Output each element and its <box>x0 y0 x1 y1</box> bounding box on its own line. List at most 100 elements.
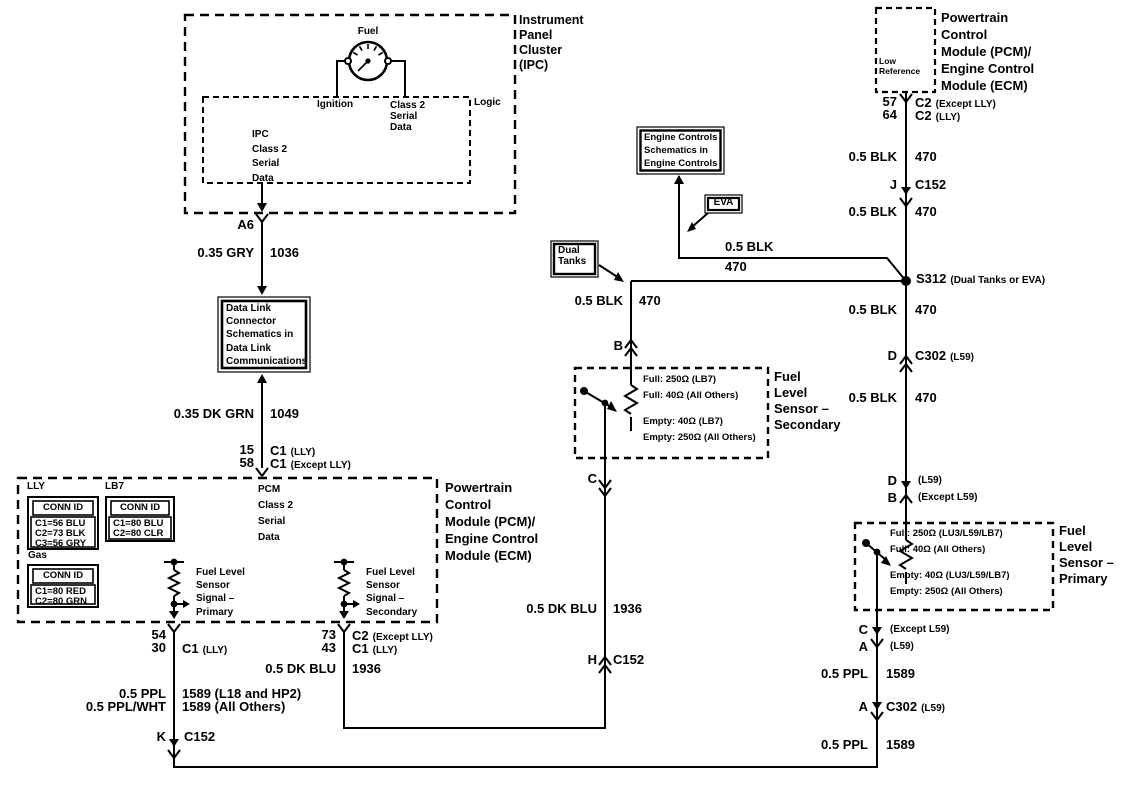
wire-blk-label-horiz: 0.5 BLK <box>725 239 774 254</box>
dual-tanks-label: Dual Tanks <box>558 245 587 267</box>
pin-a6: A6 <box>237 217 254 232</box>
primary-empty-values: Empty: 40Ω (LU3/L59/LB7) Empty: 250Ω (Al… <box>890 570 1010 597</box>
gas-label: Gas <box>28 550 47 561</box>
connector-k-pin: K <box>156 729 166 744</box>
fuel-gauge-label: Fuel <box>357 26 379 37</box>
fuel-level-sensor-secondary-symbol <box>573 281 770 460</box>
pcm-sense-resistor-primary <box>164 558 190 633</box>
pcm-sense-resistor-secondary <box>334 558 360 633</box>
connector-a-c302-pin: A <box>858 699 868 714</box>
sensor-secondary-title: Fuel Level Sensor – Secondary <box>774 369 841 432</box>
ipc-class2-label: IPC Class 2 Serial Data <box>252 129 288 184</box>
class2-serial-wire <box>255 183 269 477</box>
sensor-primary-title: Fuel Level Sensor – Primary <box>1059 523 1114 586</box>
blk-470-main-wire <box>898 92 914 584</box>
pins-57-64: 57 64 <box>882 94 897 123</box>
wire-blk-circuit-3: 470 <box>915 302 937 317</box>
eva-label: EVA <box>713 197 734 208</box>
pin-a-l59-qual: (L59) <box>890 641 914 652</box>
wire-gry-label: 0.35 GRY <box>197 245 254 260</box>
pin-c1-lly: C1(LLY) <box>270 443 316 458</box>
pin-c2-except-lly: C2(Except LLY) <box>352 628 433 643</box>
wire-gry-circuit: 1036 <box>270 245 299 260</box>
wire-blk-label-4: 0.5 BLK <box>848 390 897 405</box>
pcm-right-title: Powertrain Control Module (PCM)/ Engine … <box>941 10 1035 93</box>
dlc-box-label: Data Link Connector Schematics in Data L… <box>226 303 308 367</box>
ignition-label: Ignition <box>317 99 354 110</box>
wire-dkblu-label-mid: 0.5 DK BLU <box>526 601 597 616</box>
primary-full-values: Full: 250Ω (LU3/L59/LB7) Full: 40Ω (All … <box>890 528 1003 555</box>
ipc-title: Instrument Panel Cluster (IPC) <box>519 13 584 72</box>
dlc-callout-box <box>217 296 311 373</box>
wire-pplwht-label: 0.5 PPL/WHT <box>85 699 166 714</box>
wire-dkgrn-label: 0.35 DK GRN <box>173 406 254 421</box>
conn-id-rows-lly: C1=56 BLU C2=73 BLK C3=56 GRY <box>35 518 87 549</box>
dkblu-1936-wire <box>343 403 612 729</box>
connector-d-c302-name: C302(L59) <box>915 348 974 363</box>
lb7-label: LB7 <box>105 481 124 492</box>
wire-blk-label-dualtanks: 0.5 BLK <box>574 293 623 308</box>
pin-c2-lly-right: C2(LLY) <box>915 108 961 123</box>
fuel-gauge-icon <box>336 40 406 97</box>
conn-id-rows-gas: C1=80 RED C2=80 GRN <box>35 586 88 607</box>
blk-470-splice-wires <box>631 175 907 282</box>
signal-primary-label: Fuel Level Sensor Signal – Primary <box>196 567 245 618</box>
lly-label: LLY <box>27 481 45 492</box>
connector-h-pin: H <box>587 652 597 667</box>
pin-d-l59-qual: (L59) <box>918 475 942 486</box>
pin-b-except-l59-qual: (Except L59) <box>918 492 978 503</box>
wire-blk-label-1: 0.5 BLK <box>848 149 897 164</box>
wire-blk-label-2: 0.5 BLK <box>848 204 897 219</box>
dual-tanks-callout <box>550 240 624 282</box>
wire-dkblu-circuit-left: 1936 <box>352 661 381 676</box>
pin-c-except-l59: C <box>858 622 868 637</box>
pin-a-l59: A <box>858 639 868 654</box>
conn-id-header-lly: CONN ID <box>42 502 84 513</box>
wire-blk-circuit-4: 470 <box>915 390 937 405</box>
connector-h-name: C152 <box>613 652 645 667</box>
pcm-class2-label: PCM Class 2 Serial Data <box>258 484 294 543</box>
ipc-box <box>183 13 517 215</box>
low-reference-label: Low Reference <box>879 56 921 76</box>
wire-pplwht-circuit: 1589 (All Others) <box>182 699 286 714</box>
connector-j-pin: J <box>889 177 897 192</box>
wire-ppl-label-2: 0.5 PPL <box>821 737 868 752</box>
wire-dkblu-label-left: 0.5 DK BLU <box>265 661 336 676</box>
connector-d-c302-pin: D <box>887 348 897 363</box>
pin-c1-except-lly: C1(Except LLY) <box>270 456 351 471</box>
wire-blk-circuit-2: 470 <box>915 204 937 219</box>
conn-id-header-gas: CONN ID <box>42 570 84 581</box>
conn-id-tables <box>27 496 175 608</box>
pin-c-except-l59-qual: (Except L59) <box>890 624 950 635</box>
eva-callout <box>687 194 743 232</box>
fuel-level-sensor-primary-symbol <box>853 521 1055 612</box>
ppl-1589-wire <box>167 552 884 768</box>
pins-73-43: 73 43 <box>321 627 336 656</box>
pin-d-l59: D <box>887 473 897 488</box>
pin-58: 58 <box>239 455 254 470</box>
pin-c2-except-lly-right: C2(Except LLY) <box>915 95 996 110</box>
connector-k-name: C152 <box>184 729 216 744</box>
connector-a-c302-name: C302(L59) <box>886 699 945 714</box>
splice-s312-label: S312(Dual Tanks or EVA) <box>916 271 1046 286</box>
conn-id-rows-lb7: C1=80 BLU C2=80 CLR <box>113 518 164 539</box>
pin-c1-lly-54: C1(LLY) <box>182 641 228 656</box>
engine-controls-callout-box <box>636 126 725 175</box>
wire-ppl-label-1: 0.5 PPL <box>821 666 868 681</box>
logic-label: Logic <box>474 97 501 108</box>
wire-dkgrn-circuit: 1049 <box>270 406 299 421</box>
wire-ppl-l18-label: 0.5 PPL <box>119 686 166 701</box>
conn-id-header-lb7: CONN ID <box>119 502 161 513</box>
wire-ppl-circuit-2: 1589 <box>886 737 915 752</box>
wire-ppl-circuit-1: 1589 <box>886 666 915 681</box>
wire-blk-label-3: 0.5 BLK <box>848 302 897 317</box>
pins-54-30: 54 30 <box>151 627 166 656</box>
pcm-right-box <box>874 6 937 94</box>
connector-b-pin: B <box>613 338 623 353</box>
secondary-empty-values: Empty: 40Ω (LB7) Empty: 250Ω (All Others… <box>643 416 756 443</box>
wire-blk-circuit-dualtanks: 470 <box>639 293 661 308</box>
pcm-left-box <box>16 476 439 624</box>
pin-b-except-l59: B <box>887 490 897 505</box>
